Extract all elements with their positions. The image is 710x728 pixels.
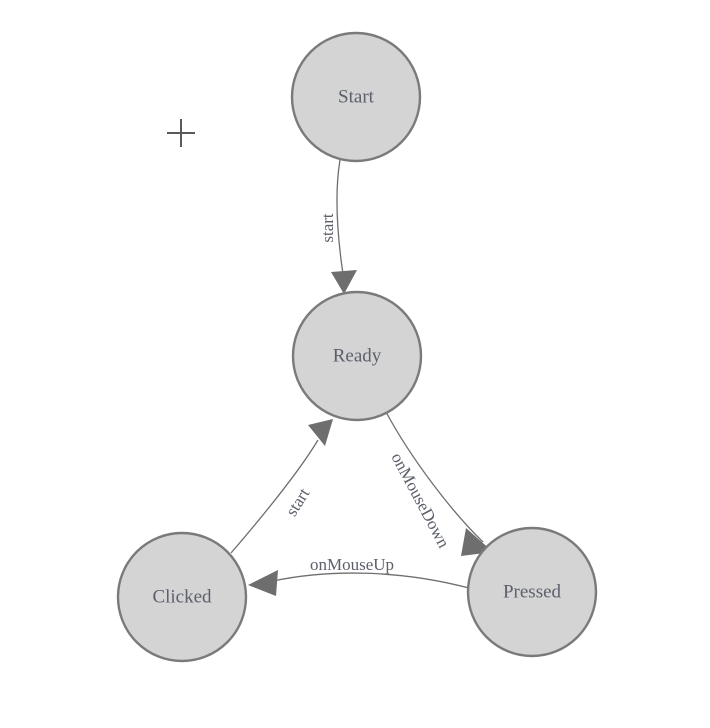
edge-path-clicked-to-ready [230,439,319,554]
edge-label-start-to-ready: start [318,213,337,243]
edge-path-pressed-to-clicked [272,572,470,589]
node-label-clicked: Clicked [152,586,212,607]
node-pressed[interactable]: Pressed [466,526,598,658]
node-circle-ready[interactable] [291,290,423,422]
edge-label-ready-to-pressed: onMouseDown [387,450,453,552]
edge-label-pressed-to-clicked: onMouseUp [310,555,394,574]
arrowhead-into-ready-bottom [308,419,333,446]
node-circle-pressed[interactable] [466,526,598,658]
edge-label-text: start [318,213,337,243]
edge-label-text: onMouseUp [310,555,394,574]
node-label-ready: Ready [333,345,382,366]
node-ready[interactable]: Ready [291,290,423,422]
edge-label-clicked-to-ready: start [282,484,314,519]
node-circle-clicked[interactable] [116,531,248,663]
arrowhead-into-ready-top [331,270,357,294]
node-label-pressed: Pressed [503,581,562,602]
node-start[interactable]: Start [290,31,422,163]
edge-label-text: onMouseDown [387,450,453,552]
node-label-start: Start [338,86,375,107]
node-clicked[interactable]: Clicked [116,531,248,663]
edge-path-start-to-ready [336,159,344,275]
arrowhead-into-clicked [248,570,278,596]
edge-pressed-to-clicked[interactable] [248,570,470,596]
edge-start-to-ready[interactable] [331,159,357,294]
node-circle-start[interactable] [290,31,422,163]
edge-label-text: start [282,484,314,519]
edge-clicked-to-ready[interactable] [230,419,333,554]
edge-path-ready-to-pressed [385,411,484,543]
crosshair-icon[interactable] [167,119,195,147]
